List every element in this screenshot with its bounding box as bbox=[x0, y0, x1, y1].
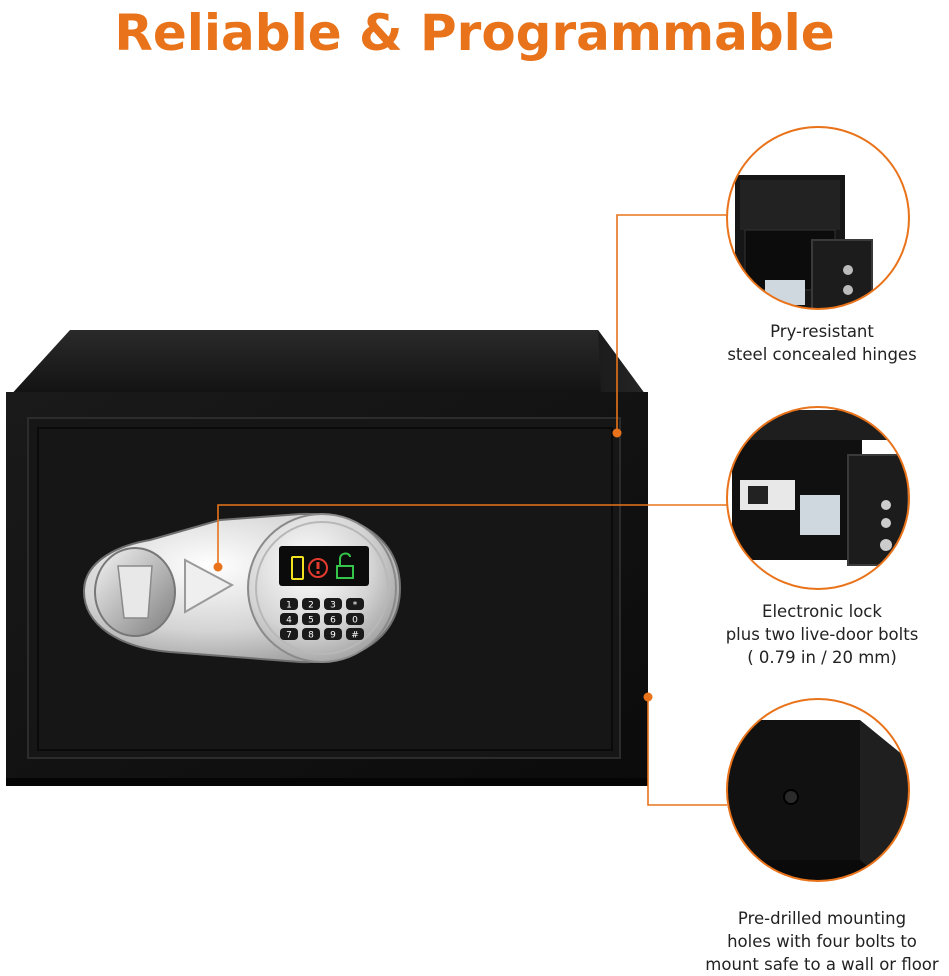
keypad-key[interactable]: 1 bbox=[280, 598, 298, 611]
keypad-key[interactable]: 9 bbox=[324, 628, 342, 641]
alert-icon bbox=[308, 558, 328, 578]
keypad-key-label: 1 bbox=[286, 601, 292, 611]
callout-mounting-line-3: mount safe to a wall or floor bbox=[705, 955, 939, 974]
callout-lock: Electronic lock plus two live-door bolts… bbox=[697, 600, 947, 669]
keypad-key-label: 7 bbox=[286, 631, 292, 641]
mounting-hole-icon bbox=[783, 789, 799, 805]
keypad-key[interactable]: # bbox=[346, 628, 364, 641]
keypad-key[interactable]: 3 bbox=[324, 598, 342, 611]
keypad: 1 2 3 * 4 5 6 0 7 8 9 # bbox=[280, 598, 364, 641]
callout-lock-line-1: Electronic lock bbox=[762, 602, 882, 621]
detail-hinges bbox=[726, 126, 910, 310]
keypad-key-label: 4 bbox=[286, 616, 292, 626]
callout-mounting-line-1: Pre-drilled mounting bbox=[737, 909, 907, 928]
keypad-key-label: 0 bbox=[352, 616, 358, 626]
keypad-key-label: 8 bbox=[308, 631, 314, 641]
callout-dots bbox=[213, 428, 653, 702]
keypad-key-label: * bbox=[353, 601, 358, 611]
keypad-key[interactable]: 5 bbox=[302, 613, 320, 626]
battery-icon bbox=[291, 556, 304, 580]
detail-mounting-hole bbox=[726, 698, 910, 882]
callout-mounting-line-2: holes with four bolts to bbox=[727, 932, 917, 951]
keypad-key-label: 6 bbox=[330, 616, 336, 626]
callout-lock-line-3: ( 0.79 in / 20 mm) bbox=[747, 648, 897, 667]
callout-mounting: Pre-drilled mounting holes with four bol… bbox=[697, 907, 947, 976]
keypad-key-label: 3 bbox=[330, 601, 336, 611]
keypad-key-label: 5 bbox=[308, 616, 314, 626]
callout-hinges: Pry-resistant steel concealed hinges bbox=[697, 320, 947, 366]
keypad-key[interactable]: 2 bbox=[302, 598, 320, 611]
callout-hinges-line-1: Pry-resistant bbox=[770, 322, 874, 341]
keypad-key-label: 2 bbox=[308, 601, 314, 611]
keypad-key[interactable]: 4 bbox=[280, 613, 298, 626]
keypad-key[interactable]: 6 bbox=[324, 613, 342, 626]
electronic-lock: 1 2 3 * 4 5 6 0 7 8 9 # bbox=[82, 512, 402, 664]
keypad-key[interactable]: 7 bbox=[280, 628, 298, 641]
unlock-icon bbox=[336, 565, 354, 579]
keypad-key[interactable]: 8 bbox=[302, 628, 320, 641]
callout-lines bbox=[217, 214, 727, 806]
detail-bolts bbox=[726, 406, 910, 590]
callout-lock-line-2: plus two live-door bolts bbox=[725, 625, 919, 644]
keypad-key-label: # bbox=[351, 631, 359, 641]
callout-hinges-line-2: steel concealed hinges bbox=[727, 345, 917, 364]
keypad-key[interactable]: 0 bbox=[346, 613, 364, 626]
keypad-key[interactable]: * bbox=[346, 598, 364, 611]
arrow-right-icon bbox=[184, 558, 235, 614]
page-title: Reliable & Programmable bbox=[114, 4, 835, 62]
keypad-key-label: 9 bbox=[330, 631, 336, 641]
